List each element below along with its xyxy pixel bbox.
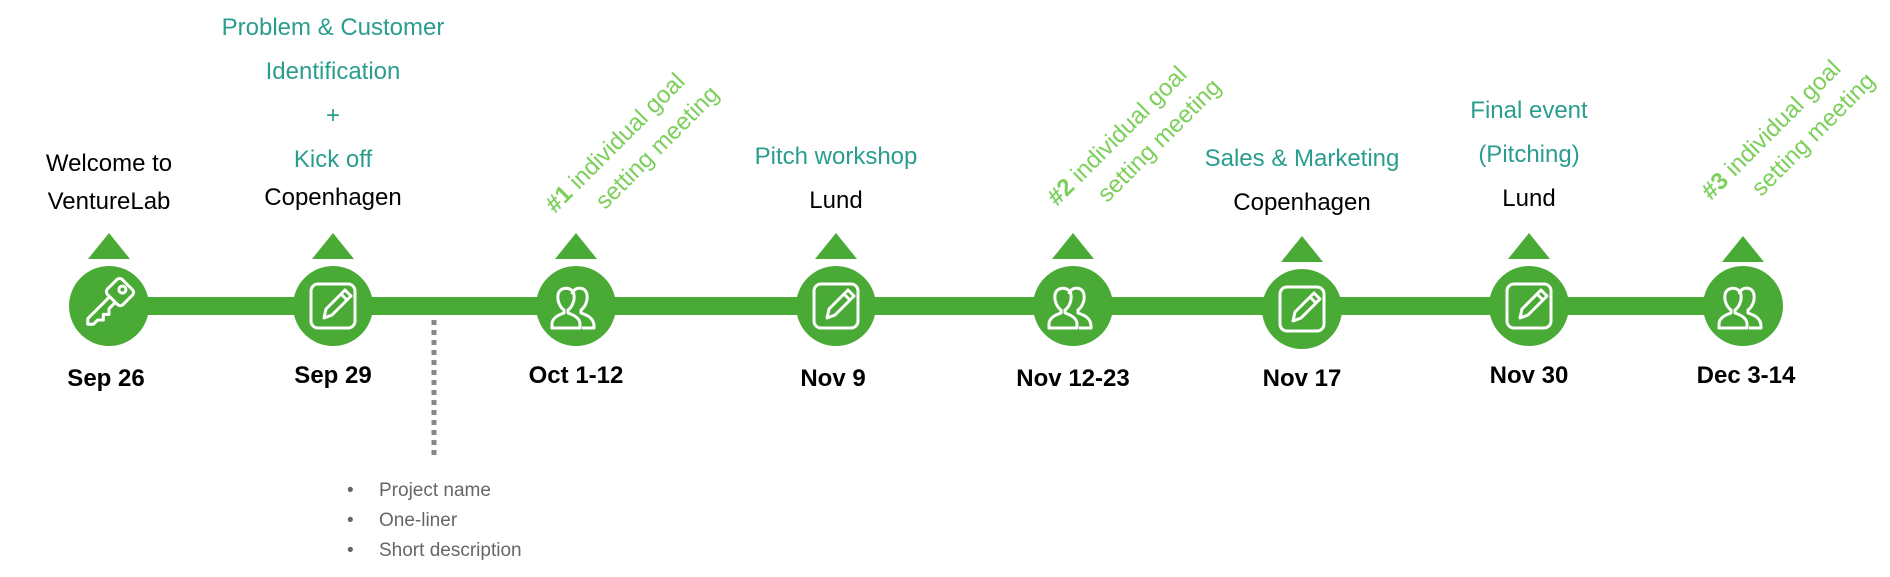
label-line: Final event <box>1470 97 1588 124</box>
event-location: Lund <box>1502 185 1556 212</box>
deliverables-list: Project name One-liner Short description <box>345 476 522 566</box>
marker-nov-30 <box>1489 233 1569 346</box>
event-label-welcome: Welcome to VentureLab <box>46 145 172 221</box>
users-icon <box>550 286 596 330</box>
label-line: Problem & Customer <box>221 14 445 41</box>
marker-dec-3-14 <box>1703 236 1783 346</box>
arrow-marker <box>1052 233 1094 259</box>
circle-marker <box>1262 269 1342 349</box>
arrow-marker <box>1722 236 1764 262</box>
key-icon <box>86 276 136 326</box>
event-date: Dec 3-14 <box>1696 362 1796 389</box>
edit-icon <box>812 282 860 330</box>
event-date: Nov 9 <box>800 365 866 392</box>
marker-nov-12-23 <box>1033 233 1113 346</box>
circle-marker <box>536 266 616 346</box>
event-label-final-event: Final event (Pitching) <box>1470 89 1587 177</box>
event-date: Nov 12-23 <box>1016 365 1130 392</box>
event-date: Oct 1-12 <box>528 362 624 389</box>
label-line: Identification <box>265 58 401 85</box>
arrow-marker <box>1508 233 1550 259</box>
event-label-kickoff: Problem & Customer Identification + Kick… <box>222 6 445 182</box>
circle-marker <box>796 266 876 346</box>
marker-nov-9 <box>796 233 876 346</box>
event-location: Copenhagen <box>1233 189 1371 216</box>
event-location: Copenhagen <box>264 184 402 211</box>
event-date: Nov 17 <box>1262 365 1342 392</box>
marker-nov-17 <box>1262 236 1342 349</box>
circle-marker <box>69 266 149 346</box>
label-line: Kick off <box>293 146 373 173</box>
arrow-marker <box>312 233 354 259</box>
label-line: Pitch workshop <box>754 143 918 170</box>
event-date: Nov 30 <box>1489 362 1569 389</box>
arrow-marker <box>1281 236 1323 262</box>
event-date: Sep 29 <box>294 362 372 389</box>
list-item: Short description <box>345 536 522 566</box>
circle-marker <box>1703 266 1783 346</box>
edit-icon <box>1505 282 1553 330</box>
label-line: (Pitching) <box>1478 141 1580 168</box>
arrow-marker <box>555 233 597 259</box>
event-date: Sep 26 <box>67 365 145 392</box>
arrow-marker <box>815 233 857 259</box>
label-line: + <box>325 102 340 129</box>
marker-sep-29 <box>293 233 373 346</box>
marker-oct-1-12 <box>536 233 616 346</box>
users-icon <box>1717 286 1763 330</box>
event-label-pitch-workshop: Pitch workshop <box>755 135 918 179</box>
edit-icon <box>309 282 357 330</box>
edit-icon <box>1278 285 1326 333</box>
arrow-marker <box>88 233 130 259</box>
event-label-sales-marketing: Sales & Marketing <box>1205 137 1400 181</box>
list-item: Project name <box>345 476 522 506</box>
users-icon <box>1047 286 1093 330</box>
event-location: Lund <box>809 187 863 214</box>
list-item: One-liner <box>345 506 522 536</box>
marker-sep-26 <box>69 233 149 346</box>
circle-marker <box>1489 266 1569 346</box>
circle-marker <box>293 266 373 346</box>
circle-marker <box>1033 266 1113 346</box>
label-line: Welcome to <box>45 150 173 177</box>
label-line: Sales & Marketing <box>1204 145 1400 172</box>
label-line: VentureLab <box>47 188 171 215</box>
